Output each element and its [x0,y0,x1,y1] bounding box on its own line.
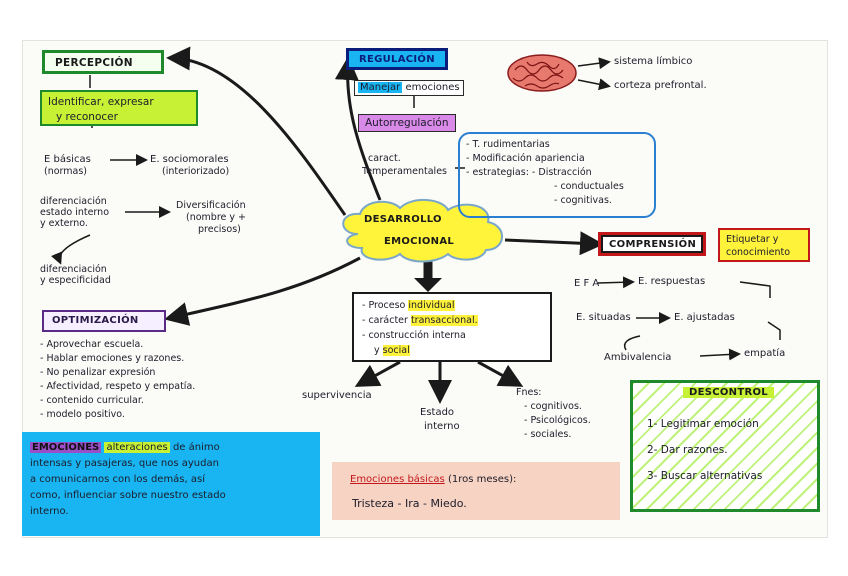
link-fnes [477,360,524,387]
optimizacion-box: OPTIMIZACIÓN [42,310,166,332]
estado-interno: Estado interno [420,407,460,432]
comprension-side: Etiquetar y conocimiento [726,234,791,258]
regulacion-box: REGULACIÓN [346,48,448,70]
basicas-items: Tristeza - Ira - Miedo. [352,497,467,510]
situadas: E. situadas [576,312,631,323]
optimizacion-list: - Aprovechar escuela. - Hablar emociones… [40,339,196,420]
basicas-title: Emociones básicas (1ros meses): [350,474,517,485]
comprension-side-box: Etiquetar y conocimiento [718,228,810,262]
autoregulacion: Autorregulación [358,114,456,132]
link-supervivencia [354,360,401,387]
emociones-box: EMOCIONES alteraciones de ánimo intensas… [22,432,320,536]
brain-item-1: sistema límbico [614,56,693,67]
basicas-box: Emociones básicas (1ros meses): Tristeza… [332,462,620,520]
basicas-b: E. sociomorales (interiorizado) [150,154,230,177]
comprension-title: COMPRENSIÓN [609,239,697,250]
link-regulation [334,56,382,201]
percepcion-subtitle-2: y reconocer [56,111,118,123]
percepcion-title: PERCEPCIÓN [55,57,133,69]
percepcion-subtitle-box: Identificar, expresar y reconocer [40,90,198,126]
fnes: Fnes: - cognitivos. - Psicológicos. - so… [516,387,591,440]
diferenciacion-1: diferenciación estado interno y externo. [40,196,110,229]
proceso-box: - Proceso individual - carácter transacc… [352,292,552,362]
manejar-emociones: Manejar emociones [354,80,464,96]
brain-item-2: corteza prefrontal. [614,80,707,91]
diferenciacion-2: diferenciación y especificidad [40,264,111,286]
link-optimizacion [164,256,361,326]
percepcion-subtitle-1: Identificar, expresar [48,96,154,108]
ajustadas: E. ajustadas [674,312,735,323]
basicas-a: E básicas (normas) [44,154,91,177]
regulacion-title: REGULACIÓN [359,54,435,65]
diversificacion: Diversificación (nombre y + precisos) [176,200,246,235]
empatia: empatía [744,348,786,359]
optimizacion-title: OPTIMIZACIÓN [52,315,139,326]
descontrol-list: 1- Legitimar emoción 2- Dar razones. 3- … [647,418,763,482]
ambivalencia: Ambivalencia [604,352,672,363]
center-title-1: DESARROLLO [364,214,442,225]
descontrol-box: DESCONTROL 1- Legitimar emoción 2- Dar r… [630,380,820,512]
caract-temperamentales: caract. Temperamentales [362,153,447,177]
comprension-box: COMPRENSIÓN [598,232,706,256]
link-comprension [504,231,604,256]
respuestas: E. respuestas [638,276,706,287]
brain-icon [507,54,577,92]
descontrol-title: DESCONTROL [683,387,774,398]
percepcion-box: PERCEPCIÓN [42,50,164,74]
supervivencia: supervivencia [302,390,372,401]
regulacion-strategies: - T. rudimentarias - Modificación aparie… [466,139,624,206]
center-title-2: EMOCIONAL [384,236,455,247]
emociones-text: EMOCIONES alteraciones de ánimo intensas… [30,442,226,517]
regulacion-strategies-box: - T. rudimentarias - Modificación aparie… [458,132,656,218]
link-perception [166,46,347,216]
efa: E F A [574,278,600,289]
proceso-text: - Proceso individual - carácter transacc… [362,300,478,356]
